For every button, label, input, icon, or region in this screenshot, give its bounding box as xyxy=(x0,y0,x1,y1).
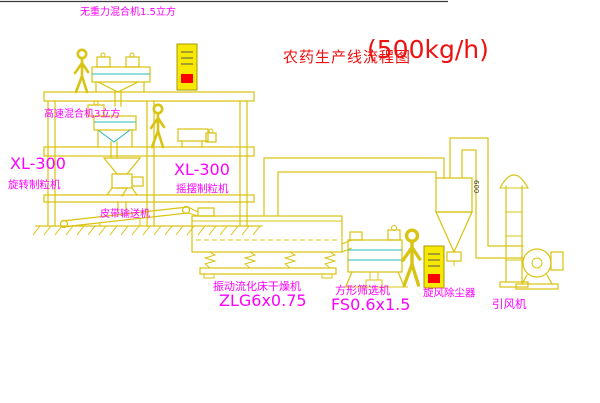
gravity-free-mixer-machine xyxy=(91,52,151,107)
exhaust-stack xyxy=(499,174,529,288)
control-cabinet-1 xyxy=(176,43,198,91)
label-fan: 引风机 xyxy=(492,297,527,311)
label-dryer-name: 振动流化床干燥机 xyxy=(213,280,301,293)
label-cyclone: 旋风除尘器 xyxy=(423,287,476,299)
belt-conveyor-machine xyxy=(59,205,199,229)
page-title: 农药生产线流程图 xyxy=(283,48,412,66)
label-granulator-right-model: XL-300 xyxy=(174,160,230,179)
label-belt-conveyor: 皮带输送机 xyxy=(100,209,150,220)
label-high-speed-mixer: 高速混合机3立方 xyxy=(44,109,121,120)
label-dryer-model: ZLG6x0.75 xyxy=(219,291,307,310)
feeder-machine xyxy=(177,128,217,148)
label-sieve-name: 方形筛选机 xyxy=(335,284,390,297)
person-figure-1 xyxy=(73,48,90,94)
ground-hatch xyxy=(32,225,261,236)
granulator-machine xyxy=(102,157,144,213)
indicator-light xyxy=(181,74,193,83)
fluid-bed-dryer-machine xyxy=(191,207,353,279)
label-granulator-left-model: XL-300 xyxy=(10,154,66,173)
indicator-light xyxy=(428,274,440,283)
label-duct-size: 600 xyxy=(472,180,480,194)
label-granulator-right-name: 摇摆制粒机 xyxy=(176,183,229,195)
label-sieve-model: FS0.6x1.5 xyxy=(331,295,411,314)
high-speed-mixer-machine xyxy=(87,100,137,159)
square-sieve-machine xyxy=(342,225,408,288)
cyclone-separator-machine xyxy=(435,177,473,266)
control-cabinet-2 xyxy=(423,245,445,289)
person-figure-3 xyxy=(401,228,422,287)
page-title-capacity: (500kg/h) xyxy=(367,35,489,64)
person-figure-2 xyxy=(149,103,166,149)
main-exhaust-duct xyxy=(263,157,445,217)
cyclone-outlet-duct xyxy=(449,137,524,259)
induced-draft-fan-machine xyxy=(515,248,564,290)
label-granulator-left-name: 旋转制粒机 xyxy=(8,179,61,191)
label-top-mixer: 无重力混合机1.5立方 xyxy=(80,7,176,18)
